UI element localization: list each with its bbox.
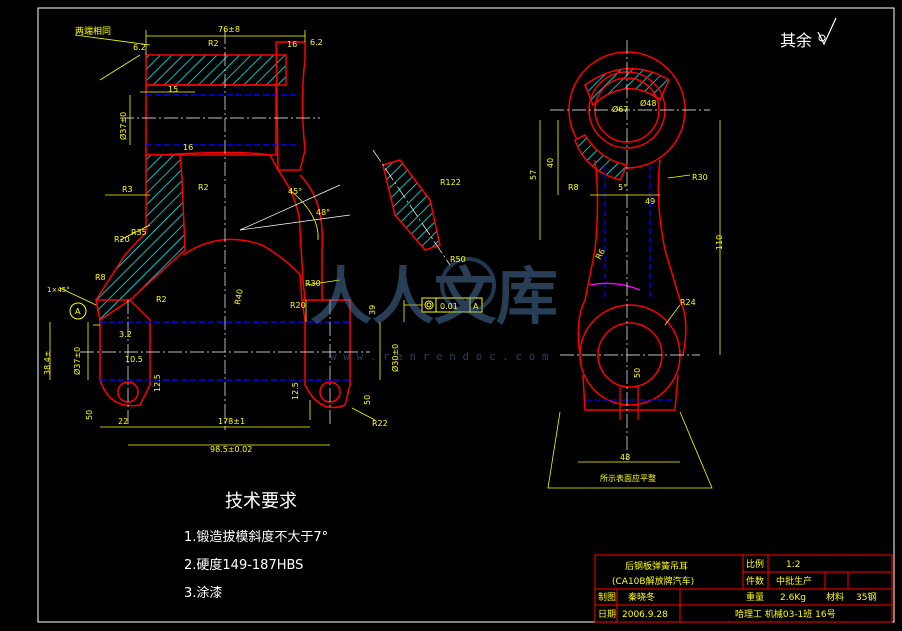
finish-note: 其余 bbox=[780, 31, 812, 50]
gdt-datum: A bbox=[473, 302, 479, 311]
chamfer-note: 1×45° bbox=[47, 286, 70, 294]
watermark-url: w w w . r e n r e n d o c . c o m bbox=[330, 350, 549, 363]
tb-weight-value: 2.6Kg bbox=[780, 593, 806, 603]
dim-label: R50 bbox=[450, 255, 466, 264]
dim-label: Ø67 bbox=[612, 104, 628, 114]
dim-label: R2 bbox=[198, 183, 209, 192]
title-block bbox=[594, 554, 893, 623]
dim-label: 6.2 bbox=[310, 38, 323, 47]
dim-label: R20 bbox=[114, 235, 130, 244]
dim-label: 110 bbox=[715, 235, 724, 250]
tb-material-label: 材料 bbox=[826, 591, 844, 603]
roughness-symbol-icon bbox=[817, 17, 837, 46]
dim-label: 48° bbox=[316, 208, 330, 217]
tb-weight-label: 重量 bbox=[746, 591, 764, 603]
side-dimension-lines bbox=[539, 120, 721, 489]
dim-label: Ø37±0 bbox=[118, 112, 128, 140]
dim-label: R2 bbox=[208, 39, 219, 48]
dimension-labels: 76±8 16 6.2 6.2 R2 15 Ø37±0 16 R3 R2 R35… bbox=[43, 25, 724, 462]
tb-part-name-2: (CA10B解放牌汽车) bbox=[612, 575, 694, 587]
dim-label: R2 bbox=[156, 295, 167, 304]
tb-drawn-value: 秦晓冬 bbox=[628, 591, 655, 603]
tech-req-item-3: 3.涂漆 bbox=[184, 585, 222, 601]
dim-label: 16 bbox=[183, 143, 193, 152]
dim-label: 48 bbox=[620, 453, 630, 462]
tb-material-value: 35钢 bbox=[856, 591, 876, 603]
dim-label: 3.2 bbox=[119, 330, 132, 339]
dim-label: Ø48 bbox=[640, 98, 656, 108]
top-boss-hatch-left bbox=[145, 54, 287, 86]
tb-scale-value: 1:2 bbox=[786, 560, 800, 570]
dim-label: R30 bbox=[692, 173, 708, 182]
rib-section bbox=[372, 149, 451, 266]
dim-label: 98.5±0.02 bbox=[210, 445, 252, 454]
dim-label: Ø30±0 bbox=[390, 344, 400, 372]
watermark: 人人文库 w w w . r e n r e n d o c . c o m bbox=[310, 257, 558, 363]
dim-label: 10.5 bbox=[125, 355, 143, 364]
datum-letter: A bbox=[75, 307, 81, 316]
dim-label: R22 bbox=[372, 419, 388, 428]
tech-req-item-2: 2.硬度149-187HBS bbox=[184, 557, 303, 573]
side-view bbox=[550, 40, 710, 460]
dim-label: 40 bbox=[546, 158, 555, 168]
web-hatch bbox=[95, 154, 186, 322]
tb-date-value: 2006.9.28 bbox=[622, 610, 668, 620]
dim-label: 39 bbox=[368, 305, 377, 315]
dim-label: 178±1 bbox=[218, 417, 245, 426]
tb-qty-value: 中批生产 bbox=[776, 575, 812, 587]
dim-label: 15 bbox=[168, 85, 178, 94]
dimension-lines bbox=[49, 30, 422, 446]
section-view bbox=[80, 30, 370, 430]
dim-label: 57 bbox=[529, 170, 538, 180]
gdt-value: 0.01 bbox=[440, 302, 458, 311]
dim-label: 5° bbox=[618, 183, 627, 192]
dim-label: 12.5 bbox=[153, 374, 162, 392]
tb-date-label: 日期 bbox=[598, 609, 616, 620]
dim-label: 16 bbox=[287, 40, 297, 49]
dim-label: 6.2 bbox=[133, 43, 146, 52]
dim-label: 45° bbox=[288, 187, 302, 196]
dim-label: 50 bbox=[85, 410, 94, 420]
dim-label: R24 bbox=[680, 298, 696, 307]
tech-req-title: 技术要求 bbox=[225, 491, 297, 512]
tb-qty-label: 件数 bbox=[746, 575, 764, 587]
tb-drawn-label: 制图 bbox=[598, 591, 616, 603]
gdt-frame bbox=[69, 297, 483, 320]
dim-label: 50 bbox=[363, 395, 372, 405]
dim-label: 12.5 bbox=[291, 382, 300, 400]
surface-note: 所示表面应平整 bbox=[600, 473, 656, 483]
dim-label: R40 bbox=[233, 288, 245, 305]
drawing-border bbox=[37, 7, 895, 623]
dim-label: R122 bbox=[440, 178, 461, 187]
dim-label: 38.4± bbox=[43, 350, 52, 375]
dim-label: R20 bbox=[290, 301, 306, 310]
dim-label: 50 bbox=[633, 368, 642, 378]
dim-label: R8 bbox=[95, 273, 106, 282]
tb-school: 哈理工 机械03-1班 16号 bbox=[735, 608, 836, 620]
face-note: 两端相同 bbox=[75, 25, 111, 37]
dim-label: R3 bbox=[122, 185, 133, 194]
tech-req-item-1: 1.锻造拔模斜度不大于7° bbox=[184, 529, 328, 545]
dim-label: R35 bbox=[131, 228, 147, 237]
dim-label: R30 bbox=[305, 279, 321, 288]
dim-label: R8 bbox=[568, 183, 579, 192]
dim-label: 22 bbox=[118, 417, 128, 426]
tb-part-name-1: 后钢板弹簧吊耳 bbox=[625, 560, 688, 572]
dim-label: Ø37±0 bbox=[72, 347, 82, 375]
watermark-text: 人人文库 bbox=[310, 260, 558, 333]
dim-label: 76±8 bbox=[218, 25, 240, 34]
dim-label: 49 bbox=[645, 197, 655, 206]
tb-scale-label: 比例 bbox=[746, 558, 764, 570]
